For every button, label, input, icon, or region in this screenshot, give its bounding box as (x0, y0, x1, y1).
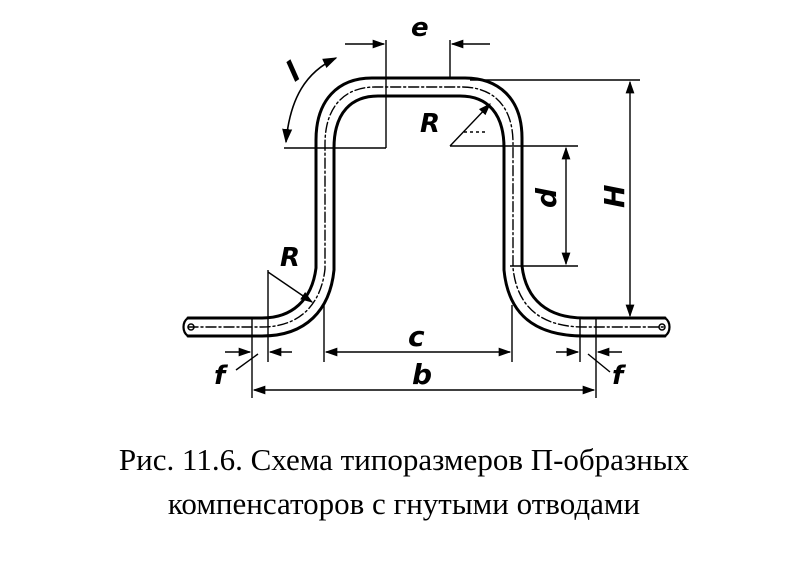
label-l: l (280, 55, 307, 88)
caption-line-1: Рис. 11.6. Схема типоразмеров П-образных (118, 442, 690, 477)
r-top-arrow (449, 103, 491, 147)
f-left-leader (235, 353, 259, 371)
figure-caption: Рис. 11.6. Схема типоразмеров П-образных… (0, 438, 808, 526)
label-c: c (408, 320, 425, 353)
pipe-outer-wall (186, 76, 667, 320)
label-e: e (411, 13, 429, 43)
right-end-mark (658, 323, 666, 331)
left-end-mark (187, 323, 195, 331)
label-d: d (530, 187, 563, 208)
caption-line-2: компенсаторов с гнутыми отводами (167, 486, 641, 521)
f-right-leader (587, 353, 611, 373)
dimension-lines (225, 39, 640, 398)
pipe-inner-wall (186, 94, 667, 338)
left-pipe-end (182, 316, 190, 338)
l-arc-arrow (282, 57, 338, 144)
right-pipe-end (663, 316, 671, 338)
r-bottom-arrow (267, 271, 314, 303)
label-f-left: f (214, 361, 229, 391)
label-b: b (412, 358, 432, 391)
label-r-top: R (420, 109, 440, 139)
pipe-centerline (187, 86, 666, 328)
pipe (182, 76, 671, 338)
label-h: H (598, 185, 631, 208)
label-f-right: f (612, 361, 627, 391)
label-r-bottom: R (280, 243, 300, 273)
